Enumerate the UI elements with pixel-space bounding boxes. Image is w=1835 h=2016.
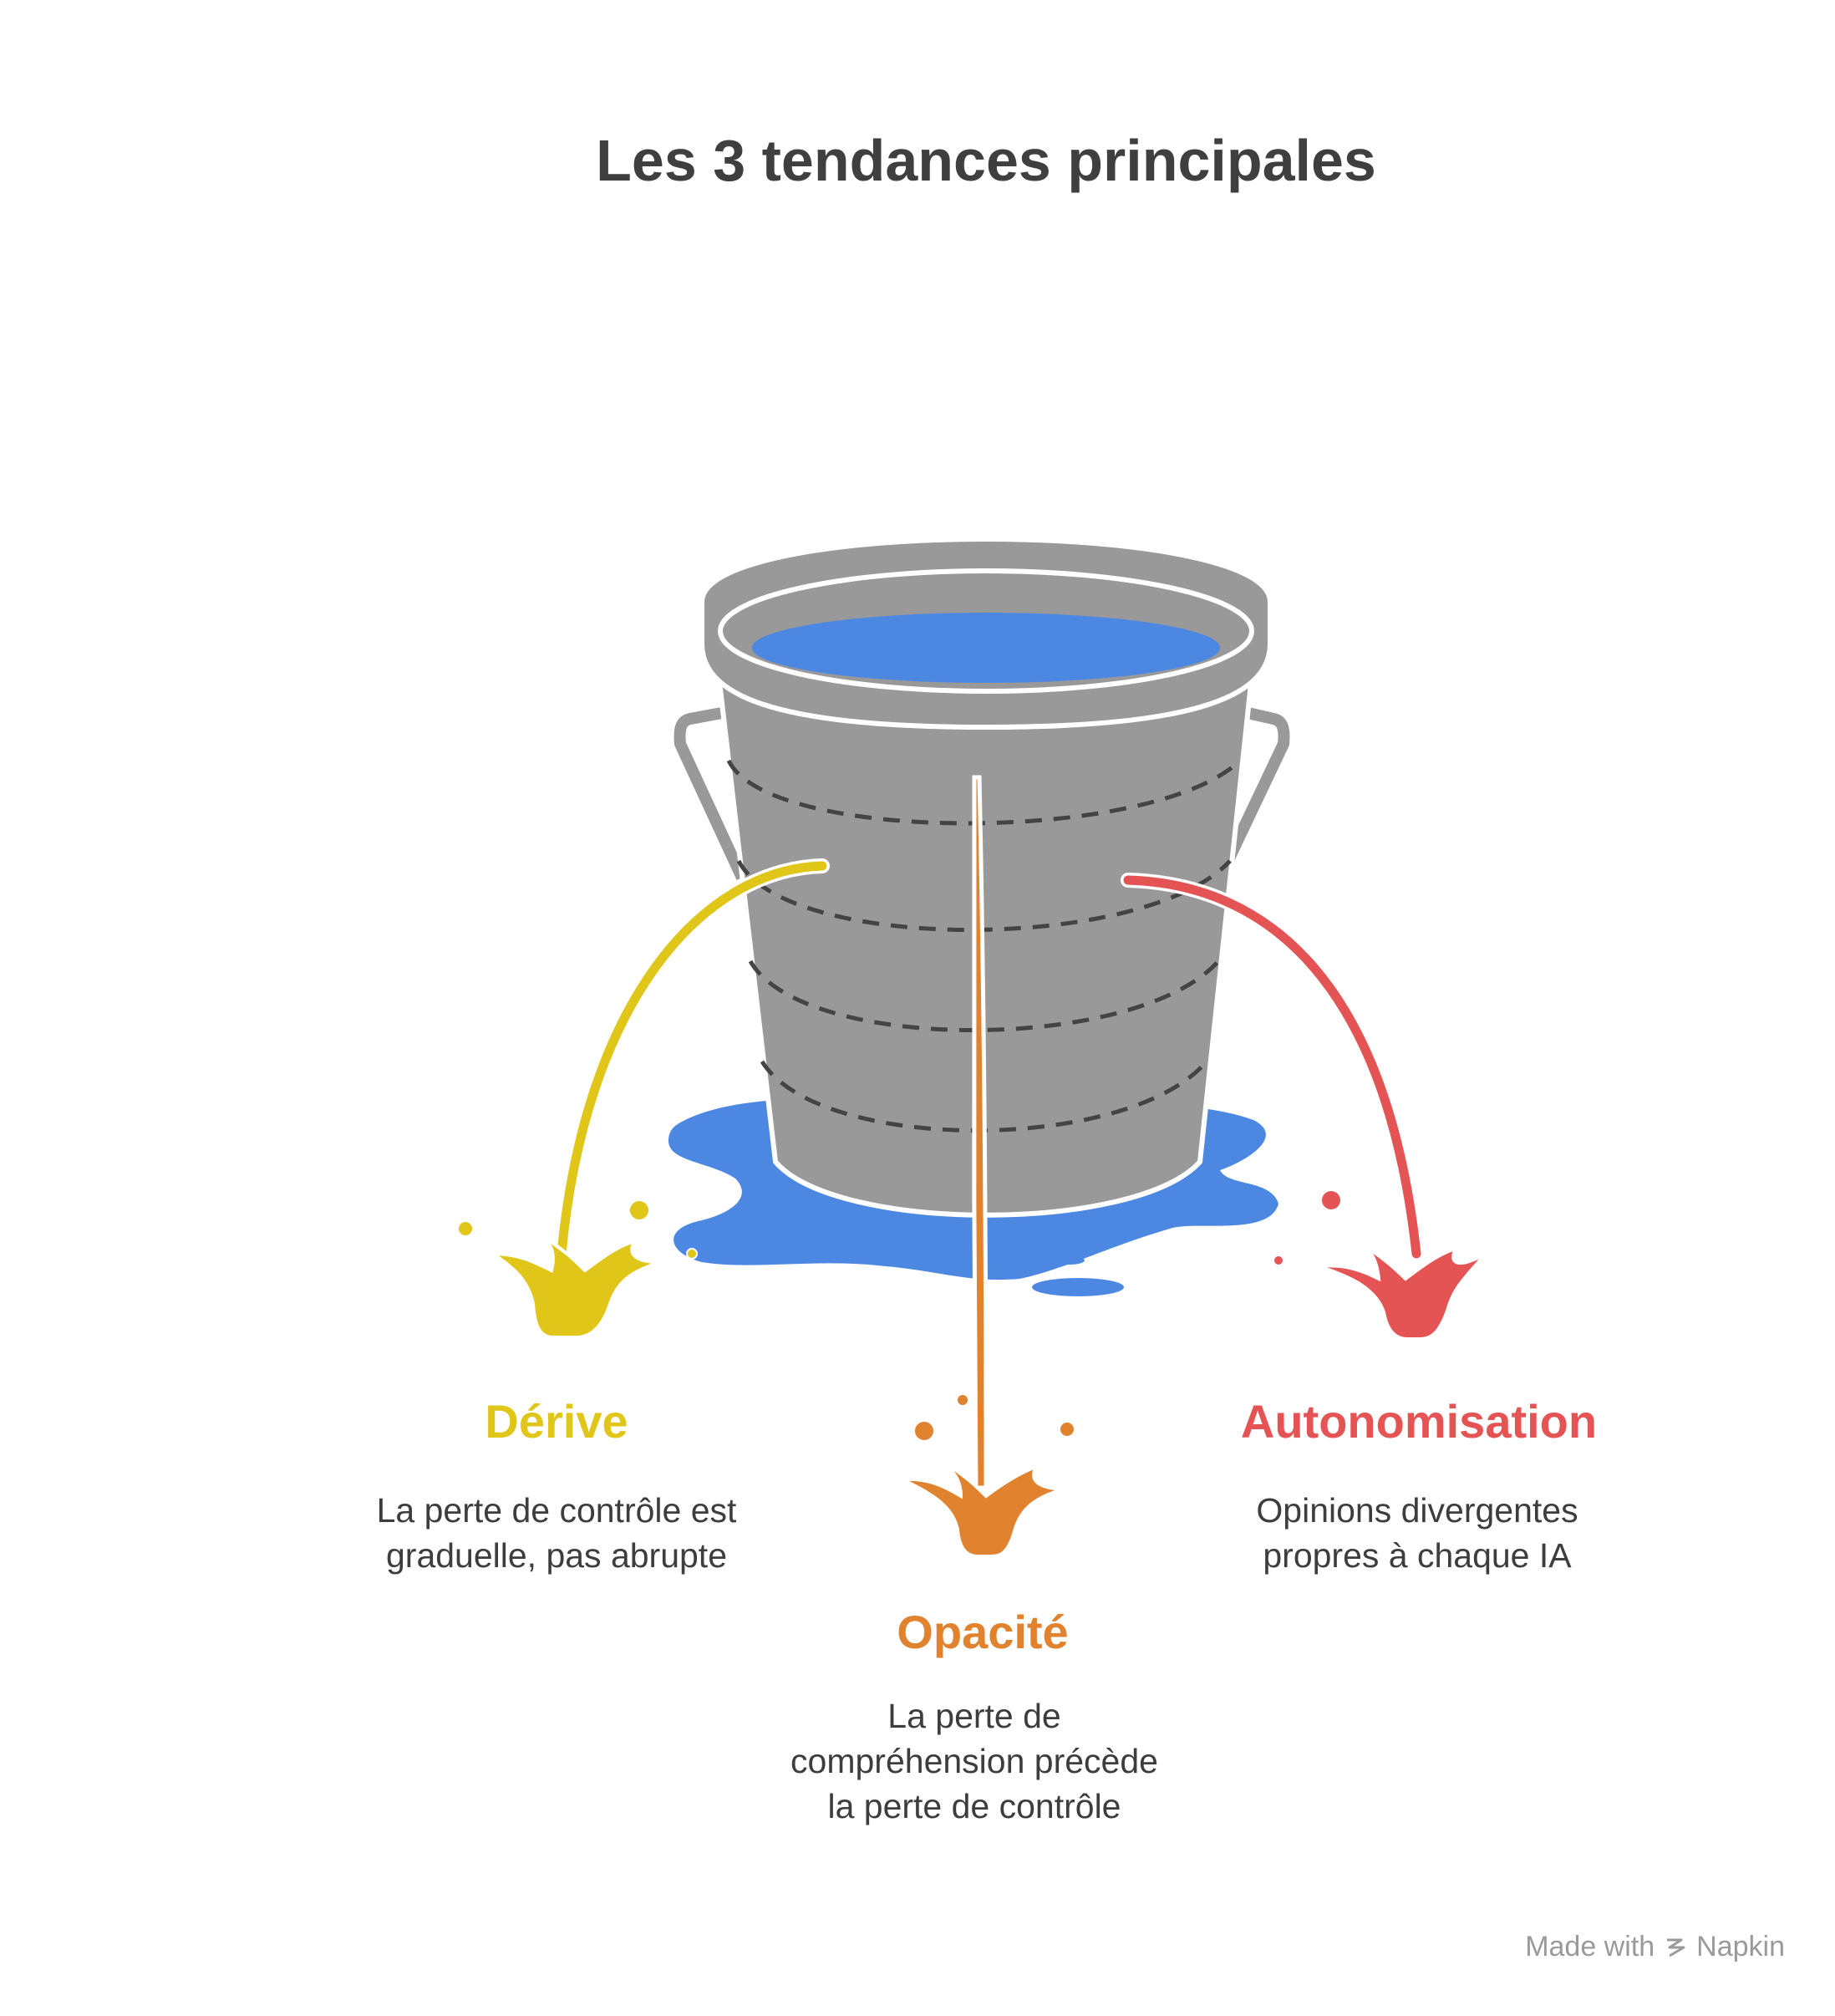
bucket-body	[714, 658, 1256, 1218]
opacite-stream	[896, 775, 1074, 1558]
bucket-handle-right	[1214, 705, 1290, 881]
watermark-brand: Napkin	[1696, 1931, 1785, 1963]
napkin-logo-icon	[1667, 1938, 1685, 1957]
bucket-water	[752, 613, 1220, 683]
opacite-description: La perte de compréhension précède la per…	[790, 1697, 1158, 1825]
bucket-handle-left	[674, 705, 748, 880]
water-drop	[1055, 1256, 1085, 1265]
derive-description: La perte de contrôle est graduelle, pas …	[376, 1491, 737, 1575]
autonomisation-description: Opinions divergentes propres à chaque IA	[1256, 1491, 1578, 1575]
derive-splash	[487, 1235, 661, 1339]
autonomisation-stream	[1121, 873, 1487, 1341]
water-drop	[1032, 1278, 1124, 1296]
autonomisation-splash	[1318, 1244, 1487, 1341]
napkin-watermark[interactable]: Made with Napkin	[1525, 1931, 1785, 1963]
autonomisation-heading: Autonomisation	[1240, 1395, 1598, 1448]
derive-stream	[459, 858, 830, 1339]
opacite-splash	[896, 1461, 1064, 1558]
derive-heading: Dérive	[485, 1395, 628, 1448]
diagram-title: Les 3 tendances principales	[596, 128, 1376, 193]
watermark-prefix: Made with	[1525, 1931, 1655, 1963]
opacite-heading: Opacité	[897, 1606, 1069, 1658]
